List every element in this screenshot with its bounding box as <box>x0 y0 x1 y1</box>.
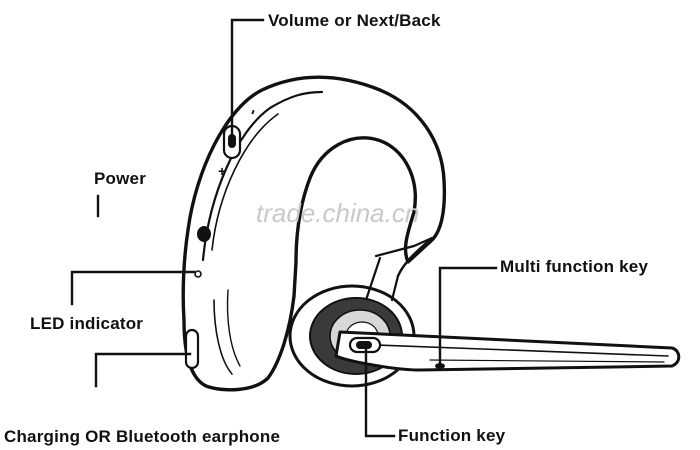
label-led-indicator: LED indicator <box>30 314 144 333</box>
volume-plus-mark: + <box>218 163 226 179</box>
led-indicator-light <box>194 270 202 278</box>
leader-lines <box>70 18 498 438</box>
label-multi-function-key: Multi function key <box>500 257 649 276</box>
label-function-key: Function key <box>398 426 506 445</box>
microphone-boom <box>334 330 681 372</box>
volume-minus-mark: - <box>244 107 262 118</box>
label-volume: Volume or Next/Back <box>268 11 441 30</box>
charging-port <box>184 328 200 370</box>
label-power: Power <box>94 169 147 188</box>
multi-function-key-dot <box>435 363 445 369</box>
watermark-text: trade.china.cn <box>256 198 420 228</box>
power-button <box>197 226 211 242</box>
headset-body <box>181 75 447 392</box>
label-charging: Charging OR Bluetooth earphone <box>4 427 281 446</box>
